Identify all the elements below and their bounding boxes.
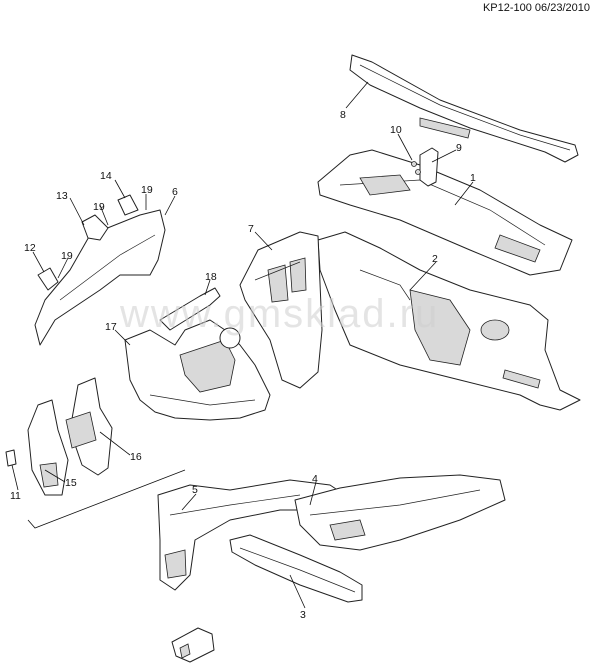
leader-lines: [11, 81, 474, 609]
callout-11: 11: [10, 490, 21, 502]
callout-9: 9: [456, 142, 462, 154]
callout-2: 2: [432, 253, 438, 265]
part-2-dash-panel: [317, 231, 581, 411]
callout-3: 3: [300, 609, 306, 621]
part-9-bracket: [411, 147, 439, 187]
part-15-panel: [27, 399, 69, 496]
callout-6: 6: [172, 186, 178, 198]
part-8-cowl-upper: [349, 54, 579, 163]
callout-13: 13: [56, 190, 68, 202]
callout-19-a: 19: [141, 184, 153, 196]
callout-19-c: 19: [61, 250, 73, 262]
callout-4: 4: [312, 473, 318, 485]
part-4-floor-rail: [294, 474, 506, 551]
callout-10: 10: [390, 124, 402, 136]
part-7-side-panel: [239, 231, 323, 389]
callout-5: 5: [192, 484, 198, 496]
callout-16: 16: [130, 451, 142, 463]
callout-8: 8: [340, 109, 346, 121]
part-14-bracket: [117, 194, 139, 216]
callout-12: 12: [24, 242, 36, 254]
part-1-plenum-panel: [317, 149, 573, 276]
callout-17: 17: [105, 321, 117, 333]
callout-18: 18: [205, 271, 217, 283]
part-17-wheelhouse: [124, 319, 271, 421]
part-3-lower-rail: [229, 534, 363, 603]
diagram-code: KP12-100 06/23/2010: [482, 2, 590, 14]
part-12-bracket: [37, 267, 59, 291]
part-6-upper-rail: [34, 209, 166, 346]
group-bracket-line: [27, 469, 186, 529]
part-11-bracket: [5, 449, 17, 467]
watermark-text: www.gmsklad.ru: [120, 292, 440, 336]
part-18-strip: [159, 287, 221, 331]
front-orientation-icon: [171, 627, 215, 663]
callout-14: 14: [100, 170, 112, 182]
part-16-panel: [65, 377, 113, 476]
callout-19-b: 19: [93, 201, 105, 213]
callout-1: 1: [470, 172, 476, 184]
part-13-bracket: [81, 214, 109, 241]
callout-7: 7: [248, 223, 254, 235]
callout-15: 15: [65, 477, 77, 489]
